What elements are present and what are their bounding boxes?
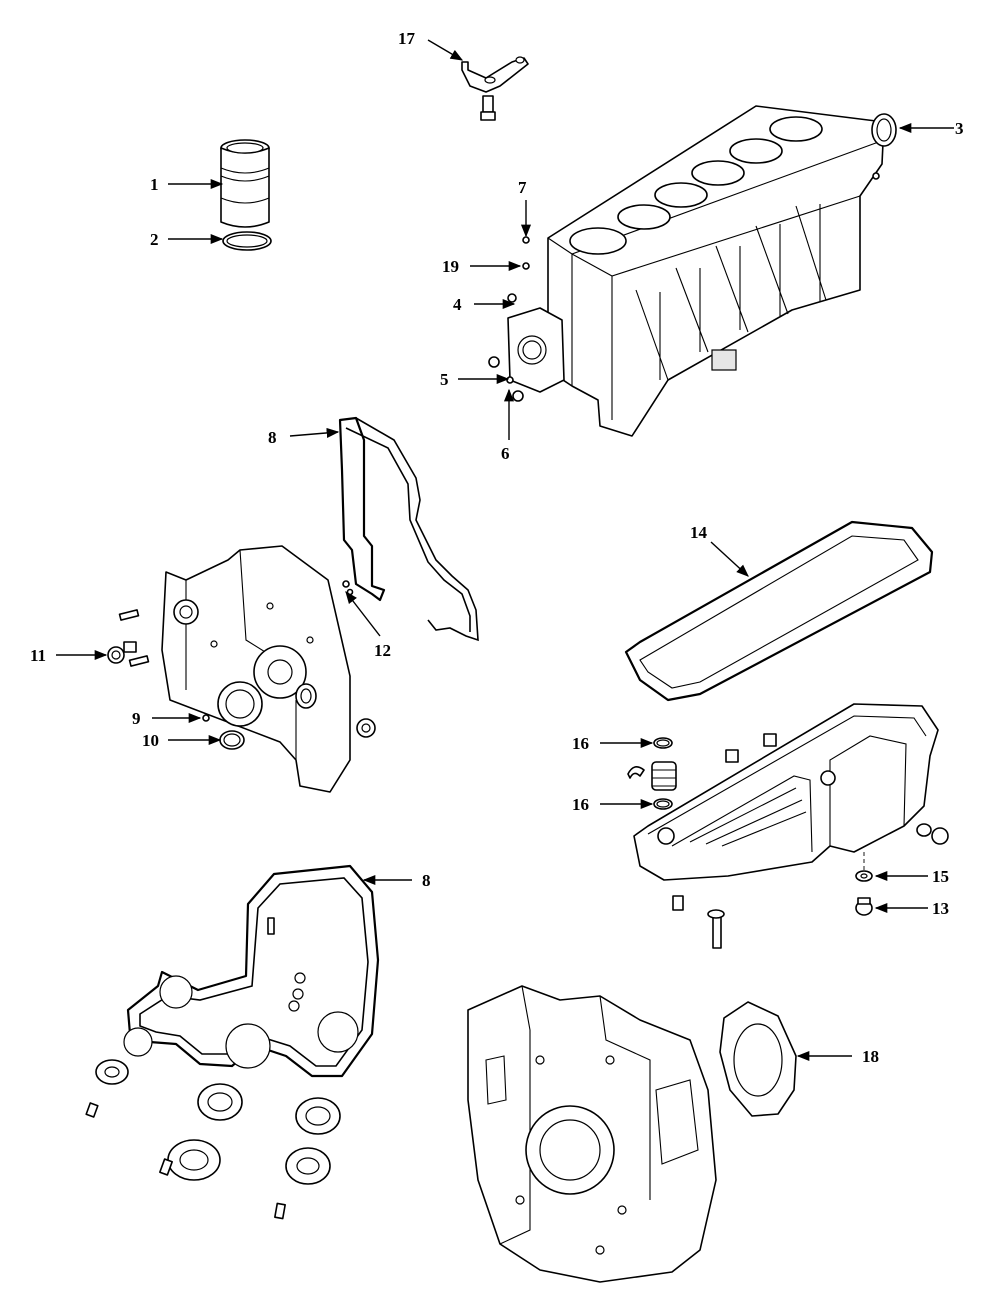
callout-6: 6 <box>501 444 510 463</box>
oil-pan-gasket <box>624 520 934 702</box>
callout-19: 19 <box>442 257 459 276</box>
callout-9: 9 <box>132 709 141 728</box>
drain-washer <box>855 870 873 882</box>
callout-15: 15 <box>932 867 949 886</box>
callout-12: 12 <box>374 641 391 660</box>
callout-1: 1 <box>150 175 159 194</box>
callout-4: 4 <box>453 295 462 314</box>
callout-7: 7 <box>518 178 527 197</box>
gear-cover <box>161 545 351 793</box>
callout-3: 3 <box>955 119 964 138</box>
rear-crankshaft-seal <box>719 1001 797 1117</box>
mounting-bracket <box>461 56 529 121</box>
callout-11: 11 <box>30 646 46 665</box>
relief-valve <box>627 761 677 791</box>
callout-16-lower: 16 <box>572 795 589 814</box>
flywheel-housing <box>467 985 717 1283</box>
callout-14: 14 <box>690 523 708 542</box>
callout-labels: 1 2 3 4 5 6 7 8 8 9 10 11 12 13 14 15 16… <box>30 29 964 1066</box>
front-cover-gasket <box>338 416 479 642</box>
o-ring-9 <box>202 714 210 722</box>
callout-16-upper: 16 <box>572 734 589 753</box>
callout-8-upper: 8 <box>268 428 277 447</box>
oil-pan <box>633 703 939 881</box>
liner-seal-ring <box>222 231 272 251</box>
o-ring-16-lower <box>653 798 673 810</box>
rear-seal <box>871 113 897 147</box>
callout-17: 17 <box>398 29 416 48</box>
callout-5: 5 <box>440 370 449 389</box>
oil-pan-hardware <box>672 733 949 949</box>
o-ring-16-upper <box>653 737 673 749</box>
dowel-pin <box>342 580 354 596</box>
leader-lines <box>56 39 954 1062</box>
callout-10: 10 <box>142 731 159 750</box>
cover-plug <box>356 718 376 738</box>
drain-plug <box>855 897 873 916</box>
callout-8-lower: 8 <box>422 871 431 890</box>
cylinder-block <box>488 105 885 437</box>
callout-13: 13 <box>932 899 949 918</box>
cylinder-liner <box>220 139 270 228</box>
o-ring-10 <box>219 730 245 750</box>
callout-2: 2 <box>150 230 159 249</box>
cover-bolts <box>118 609 150 667</box>
seal-plates <box>85 1059 341 1220</box>
cover-seal-11 <box>107 646 125 664</box>
callout-18: 18 <box>862 1047 879 1066</box>
gear-housing-gasket <box>123 864 380 1078</box>
